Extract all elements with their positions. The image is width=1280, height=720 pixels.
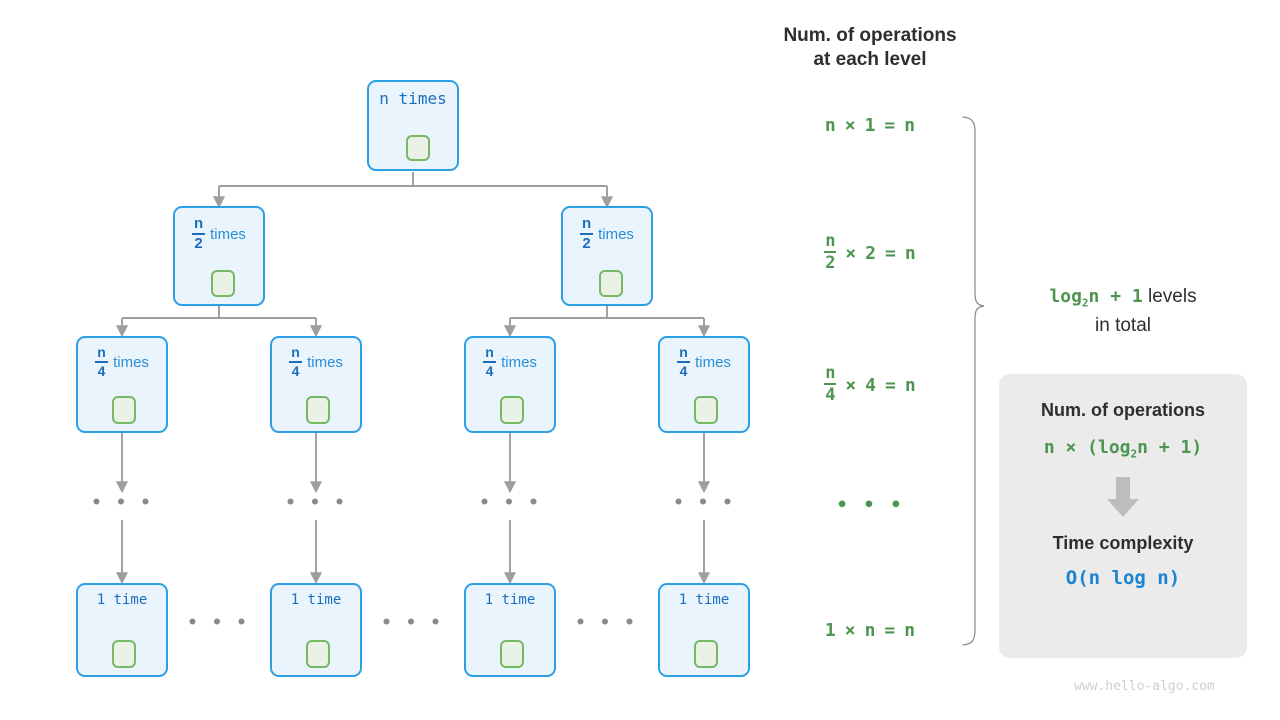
operations-column-header: Num. of operations at each level: [755, 24, 985, 73]
levels-in-total-note: log2n + 1 levels in total: [1000, 283, 1246, 339]
operations-row-1: n × 1 = n: [780, 112, 960, 138]
summary-complexity-title: Time complexity: [1052, 532, 1194, 553]
green-operation-box: [500, 640, 524, 668]
op-multiply: ×: [844, 619, 856, 641]
op-equals: =: [884, 114, 896, 136]
levels-formula: log2n + 1: [1049, 286, 1143, 310]
tree-node-level3-1-label: n 4 times: [78, 345, 166, 379]
leaf-ellipsis-2: • • •: [381, 613, 443, 633]
op-equals: =: [885, 242, 896, 264]
tree-node-level3-2-label: n 4 times: [272, 345, 360, 379]
tree-node-leaf-3[interactable]: 1 time: [464, 583, 556, 677]
green-operation-box: [599, 270, 623, 297]
leaf-ellipsis-1: • • •: [187, 613, 249, 633]
tree-node-leaf-2-label: 1 time: [290, 592, 342, 608]
tree-node-leaf-2[interactable]: 1 time: [270, 583, 362, 677]
op-left: 1: [824, 619, 836, 641]
op-right: 4: [865, 374, 876, 396]
operations-header-line1: Num. of operations: [783, 25, 957, 46]
green-operation-box: [694, 396, 718, 424]
op-right: 1: [864, 114, 876, 136]
tree-node-level2-right[interactable]: n 2 times: [561, 206, 653, 306]
level-brace: [962, 116, 985, 646]
op-result: n: [904, 114, 916, 136]
op-multiply: ×: [845, 374, 857, 396]
operations-row-2: n 2 × 2 = n: [780, 232, 960, 271]
green-operation-box: [211, 270, 235, 297]
operations-row-3: n 4 × 4 = n: [780, 364, 960, 403]
fraction-n-over-4: n 4: [677, 345, 691, 378]
watermark: www.hello-algo.com: [1074, 679, 1215, 694]
tree-ellipsis-4: • • •: [673, 493, 735, 513]
leaf-ellipsis-3: • • •: [575, 613, 637, 633]
levels-line2: in total: [1095, 314, 1151, 336]
fraction-n-over-4: n 4: [483, 345, 497, 378]
tree-ellipsis-2: • • •: [285, 493, 347, 513]
levels-word: levels: [1148, 286, 1197, 307]
down-arrow-icon: [1107, 476, 1139, 517]
green-operation-box: [112, 640, 136, 668]
green-operation-box: [500, 396, 524, 424]
green-operation-box: [112, 396, 136, 424]
tree-node-level3-2[interactable]: n 4 times: [270, 336, 362, 433]
summary-operations-formula: n × (log2n + 1): [1043, 437, 1203, 461]
op-equals: =: [884, 619, 896, 641]
green-operation-box: [406, 135, 430, 161]
op-right: 2: [865, 242, 876, 264]
op-result: n: [904, 242, 916, 264]
fraction-n-over-4: n 4: [824, 362, 837, 405]
tree-node-level3-4[interactable]: n 4 times: [658, 336, 750, 433]
green-operation-box: [694, 640, 718, 668]
summary-operations-title: Num. of operations: [1040, 400, 1205, 420]
op-right: n: [864, 619, 876, 641]
fraction-n-over-2: n 2: [580, 215, 594, 252]
operations-row-leaf: 1 × n = n: [780, 617, 960, 643]
tree-node-level3-3[interactable]: n 4 times: [464, 336, 556, 433]
op-equals: =: [885, 374, 896, 396]
op-multiply: ×: [845, 242, 857, 264]
tree-node-level2-right-label: n 2 times: [580, 215, 634, 252]
tree-node-leaf-4[interactable]: 1 time: [658, 583, 750, 677]
tree-node-level3-4-label: n 4 times: [660, 345, 748, 379]
operations-header-line2: at each level: [813, 49, 927, 71]
fraction-n-over-2: n 2: [824, 230, 837, 273]
tree-node-root[interactable]: n times: [367, 80, 459, 171]
op-result: n: [904, 374, 916, 396]
tree-node-level2-left-label: n 2 times: [192, 215, 246, 252]
tree-node-level3-3-label: n 4 times: [466, 345, 554, 379]
op-multiply: ×: [844, 114, 856, 136]
tree-node-level2-left[interactable]: n 2 times: [173, 206, 265, 306]
operations-row-ellipsis: • • •: [836, 494, 904, 516]
summary-complexity-value: O(n log n): [1065, 566, 1181, 589]
green-operation-box: [306, 396, 330, 424]
fraction-n-over-2: n 2: [192, 215, 206, 252]
summary-card: Num. of operations n × (log2n + 1) Time …: [999, 374, 1247, 658]
op-left: n: [824, 114, 836, 136]
tree-ellipsis-3: • • •: [479, 493, 541, 513]
tree-node-leaf-4-label: 1 time: [678, 592, 730, 608]
tree-node-level3-1[interactable]: n 4 times: [76, 336, 168, 433]
tree-ellipsis-1: • • •: [91, 493, 153, 513]
levels-formula-line: log2n + 1 levels: [1000, 283, 1246, 312]
tree-node-root-label: n times: [379, 89, 447, 108]
tree-node-leaf-1-label: 1 time: [96, 592, 148, 608]
tree-node-leaf-1[interactable]: 1 time: [76, 583, 168, 677]
op-result: n: [904, 619, 916, 641]
tree-node-leaf-3-label: 1 time: [484, 592, 536, 608]
fraction-n-over-4: n 4: [289, 345, 303, 378]
fraction-n-over-4: n 4: [95, 345, 109, 378]
green-operation-box: [306, 640, 330, 668]
